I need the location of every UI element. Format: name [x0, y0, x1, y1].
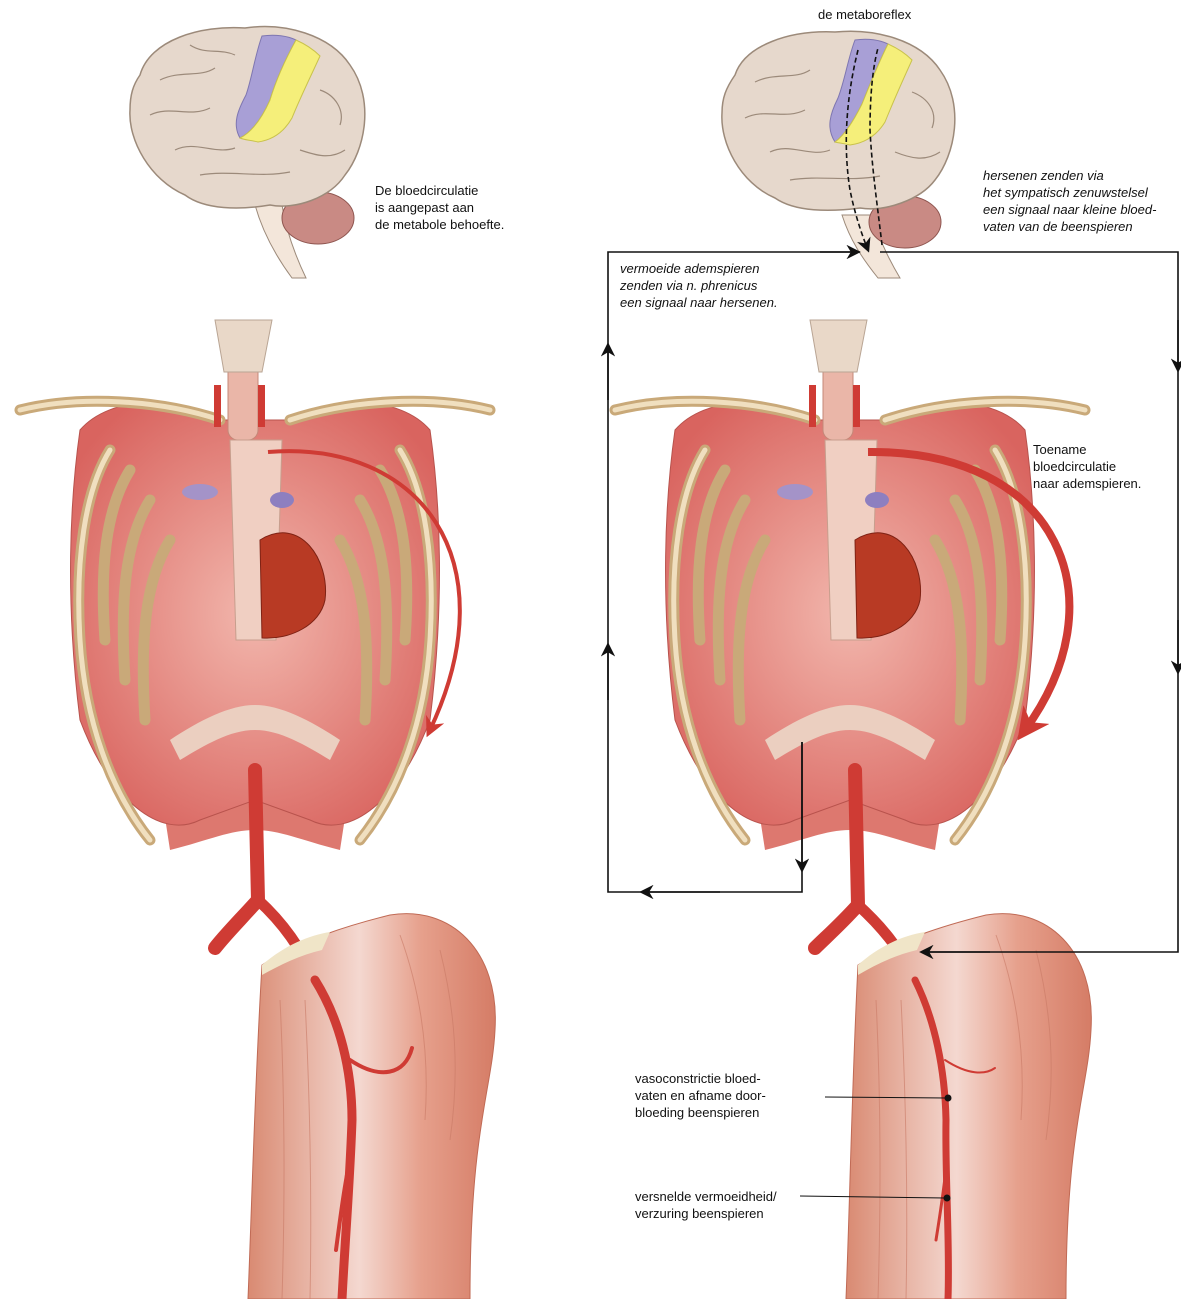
vasoconstriction-caption: vasoconstrictie bloed- vaten en afname d…	[635, 1070, 766, 1121]
left-vein-purple-2	[270, 492, 294, 508]
right-carotid-l	[809, 385, 816, 427]
right-larynx	[810, 320, 867, 372]
vasoconstriction-caption-line-2: vaten en afname door-	[635, 1087, 766, 1104]
right-vein-purple-2	[865, 492, 889, 508]
brain-signal-caption-line-1: hersenen zenden via	[983, 167, 1156, 184]
right-carotid-r	[853, 385, 860, 427]
left-thigh-muscle	[248, 914, 495, 1299]
increase-circulation-caption-line-3: naar ademspieren.	[1033, 475, 1141, 492]
left-vein-purple	[182, 484, 218, 500]
right-thigh-muscle	[846, 914, 1091, 1299]
left-brain-caption: De bloedcirculatie is aangepast aan de m…	[375, 182, 504, 233]
left-carotid-l	[214, 385, 221, 427]
respiratory-signal-caption-line-3: een signaal naar hersenen.	[620, 294, 778, 311]
respiratory-signal-caption-line-2: zenden via n. phrenicus	[620, 277, 778, 294]
brain-signal-caption-line-2: het sympatisch zenuwstelsel	[983, 184, 1156, 201]
left-brain	[130, 27, 365, 278]
left-brain-caption-line-3: de metabole behoefte.	[375, 216, 504, 233]
increase-circulation-caption: Toename bloedcirculatie naar ademspieren…	[1033, 441, 1141, 492]
vasoconstriction-caption-line-1: vasoconstrictie bloed-	[635, 1070, 766, 1087]
left-brain-caption-line-1: De bloedcirculatie	[375, 182, 504, 199]
left-brain-caption-line-2: is aangepast aan	[375, 199, 504, 216]
brain-signal-caption-line-3: een signaal naar kleine bloed-	[983, 201, 1156, 218]
right-brain	[722, 31, 955, 278]
increase-circulation-caption-line-1: Toename	[1033, 441, 1141, 458]
left-carotid-r	[258, 385, 265, 427]
brain-signal-caption-line-4: vaten van de beenspieren	[983, 218, 1156, 235]
respiratory-signal-caption-line-1: vermoeide ademspieren	[620, 260, 778, 277]
respiratory-signal-caption: vermoeide ademspieren zenden via n. phre…	[620, 260, 778, 311]
brain-signal-caption: hersenen zenden via het sympatisch zenuw…	[983, 167, 1156, 235]
increase-circulation-caption-line-2: bloedcirculatie	[1033, 458, 1141, 475]
right-panel-title: de metaboreflex	[818, 6, 911, 23]
fatigue-caption-line-1: versnelde vermoeidheid/	[635, 1188, 777, 1205]
right-vein-purple	[777, 484, 813, 500]
vasoconstriction-caption-line-3: bloeding beenspieren	[635, 1104, 766, 1121]
fatigue-caption: versnelde vermoeidheid/ verzuring beensp…	[635, 1188, 777, 1222]
fatigue-caption-line-2: verzuring beenspieren	[635, 1205, 777, 1222]
left-larynx	[215, 320, 272, 372]
right-thigh	[800, 914, 1091, 1299]
left-thigh	[248, 914, 495, 1299]
